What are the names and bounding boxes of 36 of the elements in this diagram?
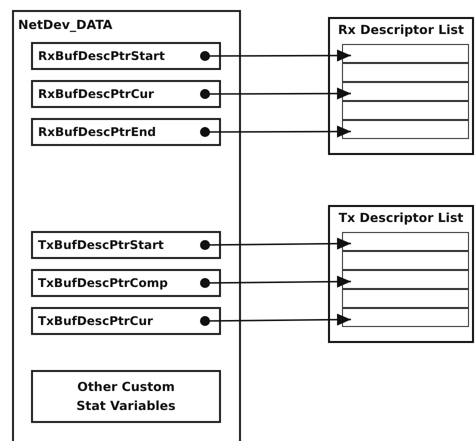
descriptor-row [342,232,468,251]
descriptor-row [342,101,468,120]
field-box [31,231,221,259]
field-box [31,118,221,146]
field-name: Other Custom Stat Variables [75,378,177,414]
box-title: NetDev_DATA [18,17,112,32]
descriptor-row [342,251,468,270]
pointer-arrow [200,314,351,326]
descriptor-row [342,120,468,139]
descriptor-list-box [328,17,474,155]
field-box [31,269,221,297]
pointer-arrow [200,50,351,62]
struct-box [12,10,241,441]
field-name: TxBufDescPtrStart [38,238,164,252]
descriptor-row [342,289,468,308]
descriptor-row [342,44,468,63]
field-box [31,80,221,108]
field-name: TxBufDescPtrCur [38,314,153,328]
pointer-arrow [200,238,351,250]
box-title: Rx Descriptor List [337,22,465,37]
field-name: RxBufDescPtrStart [38,49,165,63]
descriptor-row [342,82,468,101]
field-name: RxBufDescPtrCur [38,87,154,101]
pointer-arrow [200,126,351,138]
descriptor-row [342,308,468,327]
field-box [31,42,221,70]
field-box [31,307,221,335]
pointer-arrow [200,88,351,100]
descriptor-row [342,270,468,289]
field-box [31,370,221,423]
pointer-arrow [200,276,351,288]
descriptor-row [342,63,468,82]
descriptor-list-box [328,205,474,343]
field-name: RxBufDescPtrEnd [38,125,156,139]
box-title: Tx Descriptor List [338,210,464,225]
field-name: TxBufDescPtrComp [38,276,168,290]
